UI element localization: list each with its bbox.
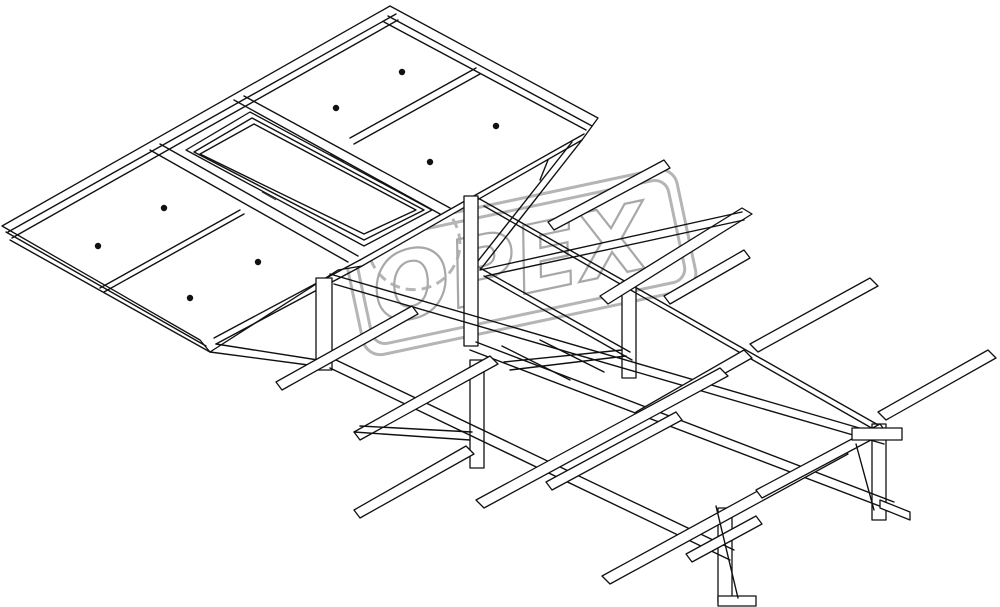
cross-beam — [749, 277, 879, 353]
bolt — [492, 122, 500, 130]
upper-deck — [1, 5, 599, 353]
cross-beam — [475, 367, 729, 509]
bolt — [254, 258, 262, 266]
cross-beam — [877, 349, 997, 421]
cross-beam — [353, 445, 475, 519]
bolt — [332, 104, 340, 112]
cross-beam — [547, 159, 671, 231]
bolt — [426, 158, 434, 166]
end-cap — [879, 499, 911, 521]
cross-beam — [275, 305, 419, 391]
support-post — [315, 277, 333, 371]
bolt — [160, 204, 168, 212]
end-cap — [717, 595, 757, 607]
bolt — [398, 68, 406, 76]
hatch-opening — [185, 111, 433, 247]
bolt — [186, 294, 194, 302]
cross-beam — [599, 207, 753, 305]
support-post — [621, 281, 637, 379]
cross-beam — [663, 249, 751, 305]
bolt — [94, 242, 102, 250]
end-cap — [851, 427, 903, 441]
cross-beam — [545, 411, 683, 491]
lower-frame-beams — [275, 159, 997, 607]
support-post — [463, 195, 479, 347]
cross-beam — [353, 355, 499, 441]
